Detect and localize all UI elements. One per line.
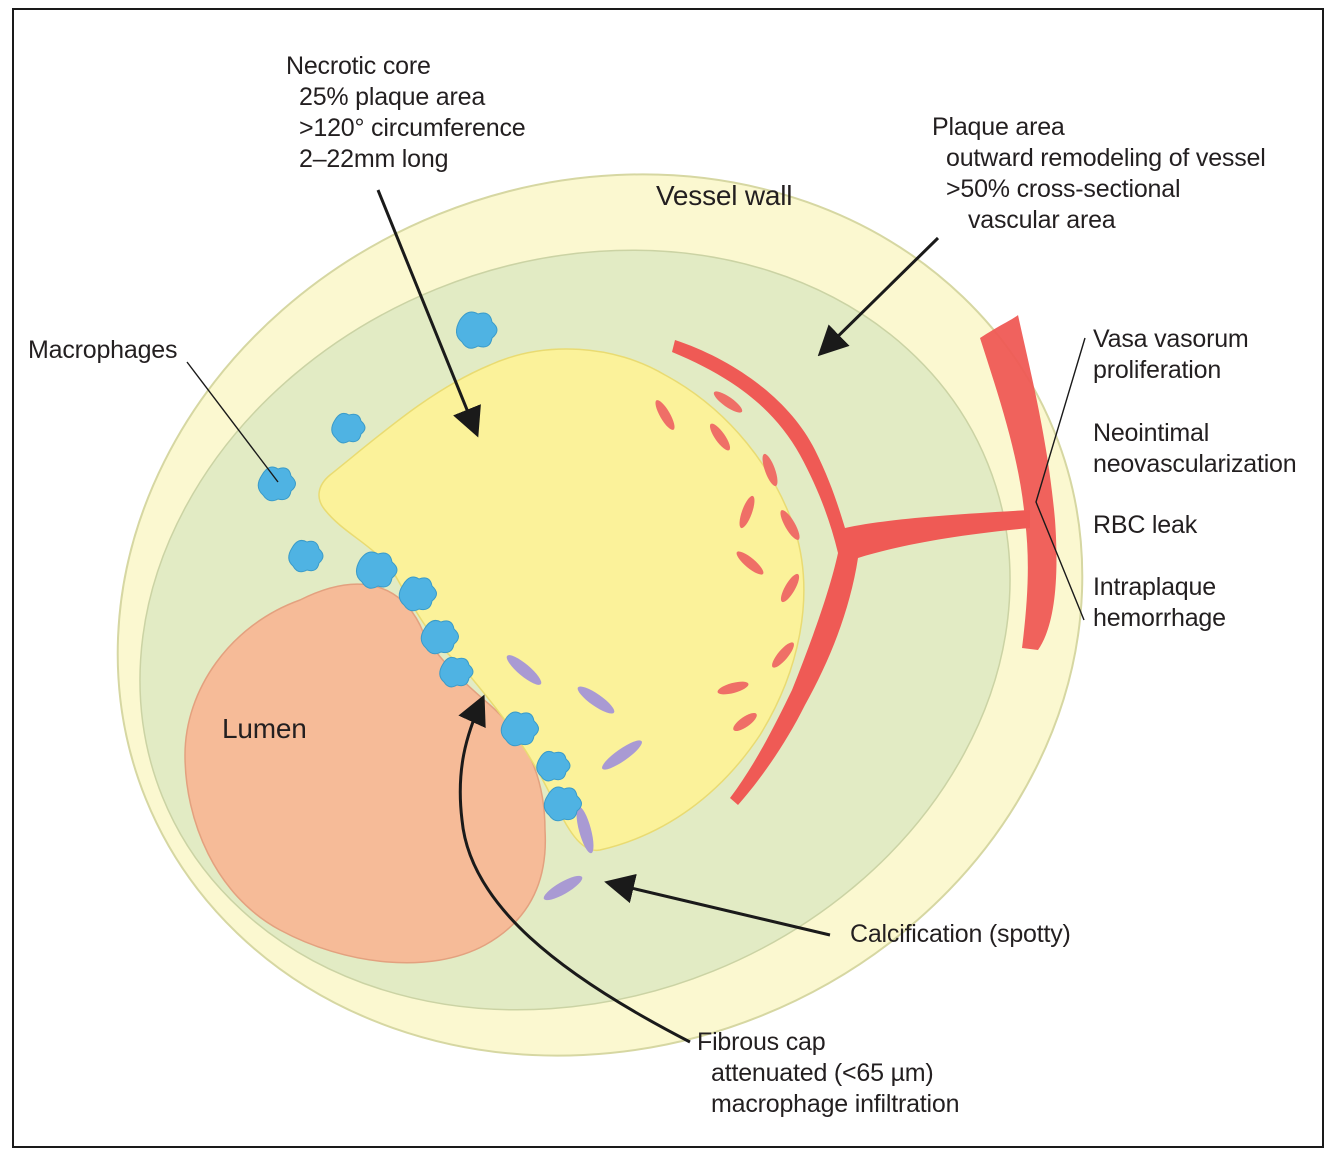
macrophages-label: Macrophages [28,335,177,366]
neointimal-line-2: neovascularization [1093,449,1296,480]
plaque-area-title: Plaque area [932,112,1266,143]
plaque-area-label: Plaque area outward remodeling of vessel… [932,112,1266,236]
macrophage-blob-icon [501,712,538,746]
rbc-leak-label: RBC leak [1093,510,1197,541]
fibrous-cap-line-2: macrophage infiltration [697,1089,959,1120]
necrotic-core-title: Necrotic core [286,51,525,82]
necrotic-core-line-3: 2–22mm long [286,144,525,175]
neointimal-label: Neointimal neovascularization [1093,418,1296,480]
necrotic-core-line-2: >120° circumference [286,113,525,144]
plaque-area-line-1: outward remodeling of vessel [932,143,1266,174]
fibrous-cap-label: Fibrous cap attenuated (<65 µm) macropha… [697,1027,959,1120]
intraplaque-line-2: hemorrhage [1093,603,1226,634]
macrophage-blob-icon [356,552,397,588]
vasa-vasorum-line-1: Vasa vasorum [1093,324,1249,355]
necrotic-core-line-1: 25% plaque area [286,82,525,113]
intraplaque-line-1: Intraplaque [1093,572,1226,603]
plaque-area-line-3: vascular area [932,205,1266,236]
vessel-wall-label: Vessel wall [656,180,792,211]
intraplaque-label: Intraplaque hemorrhage [1093,572,1226,634]
necrotic-core-label: Necrotic core 25% plaque area >120° circ… [286,51,525,175]
plaque-area-line-2: >50% cross-sectional [932,174,1266,205]
macrophage-blob-icon [399,577,436,611]
vasa-vasorum-label: Vasa vasorum proliferation [1093,324,1249,386]
neointimal-line-1: Neointimal [1093,418,1296,449]
macrophage-blob-icon [544,787,581,821]
macrophage-blob-icon [289,540,323,571]
fibrous-cap-title: Fibrous cap [697,1027,959,1058]
macrophage-blob-icon [456,312,497,348]
fibrous-cap-line-1: attenuated (<65 µm) [697,1058,959,1089]
macrophage-blob-icon [421,620,458,653]
vasa-vasorum-line-2: proliferation [1093,355,1249,386]
calcification-label: Calcification (spotty) [850,919,1071,950]
lumen-label: Lumen [222,713,307,744]
macrophage-blob-icon [258,467,295,501]
